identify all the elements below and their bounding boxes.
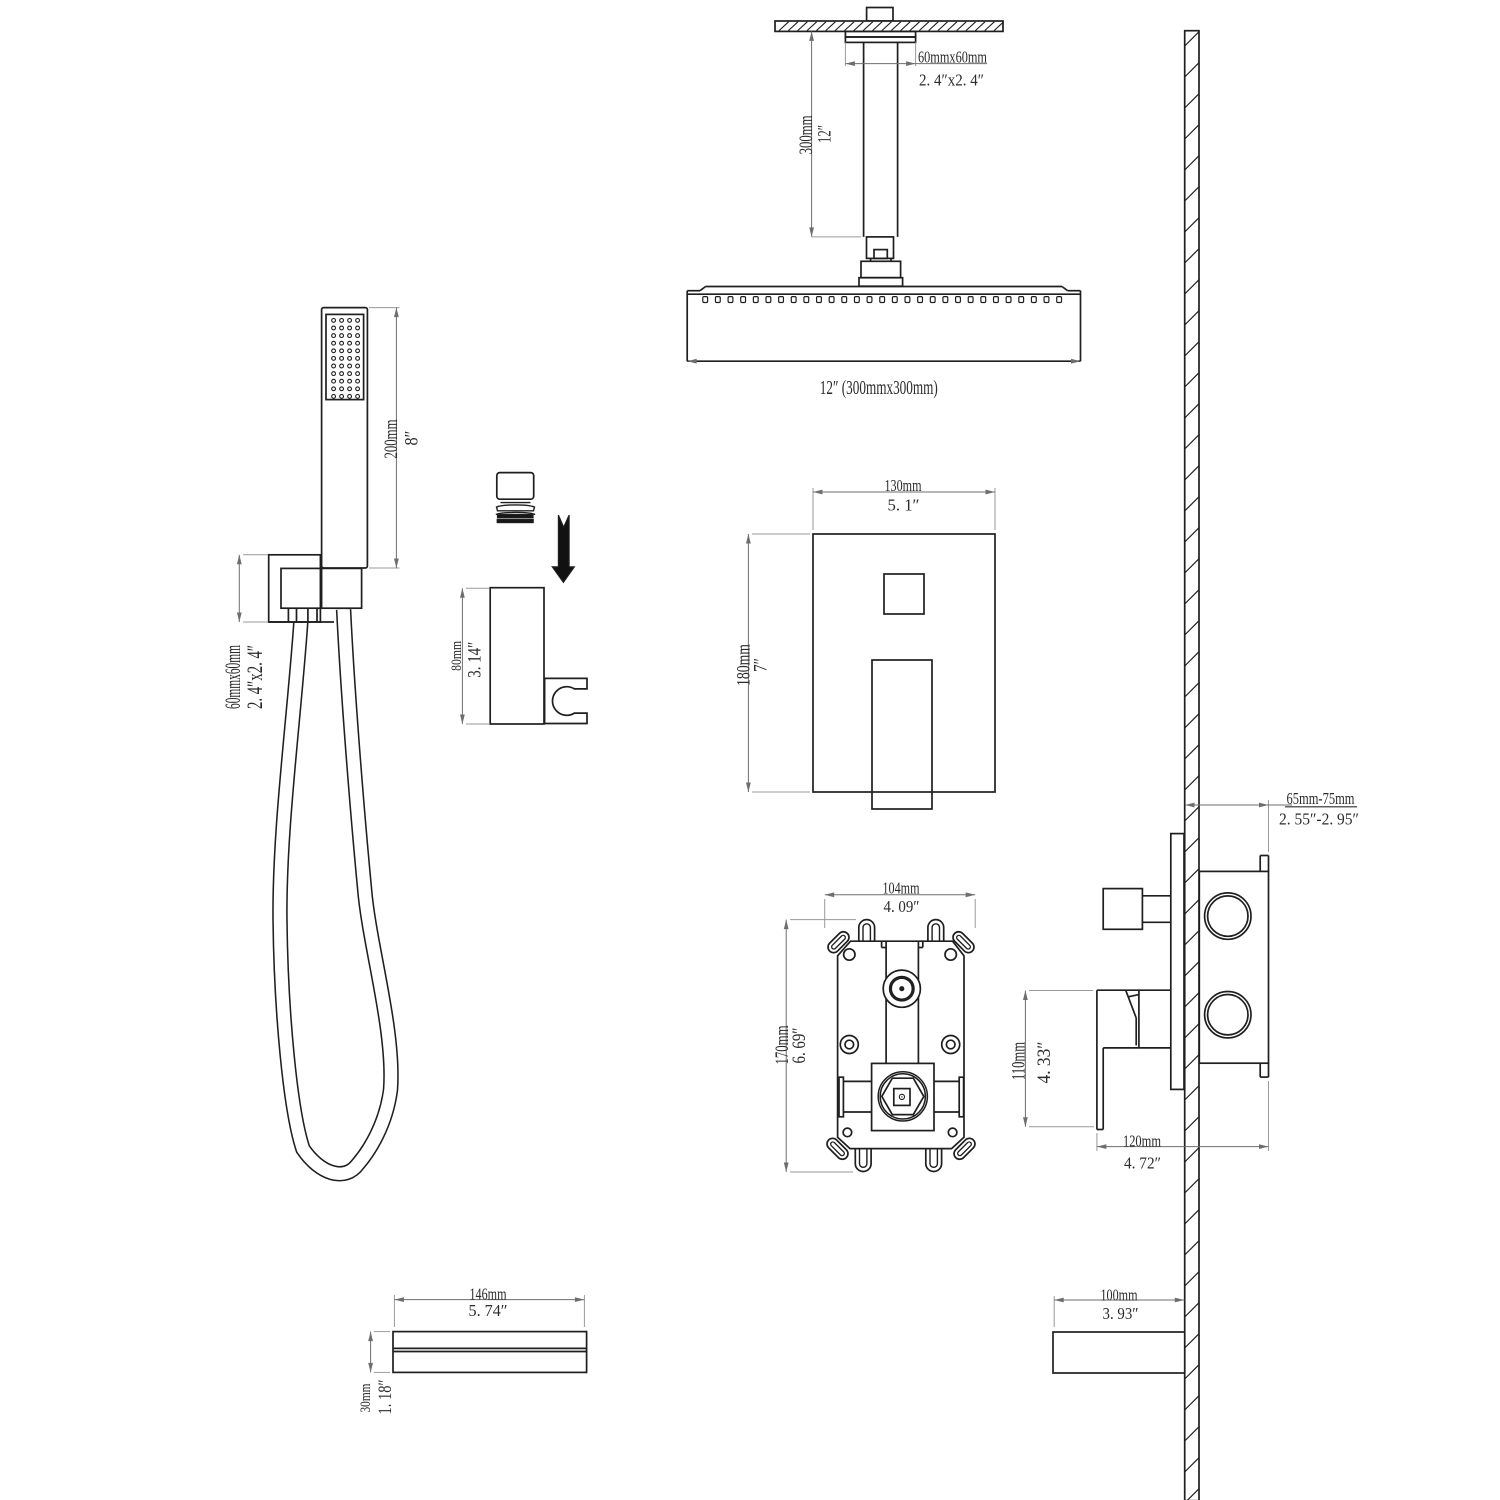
svg-text:12″: 12″ — [814, 125, 835, 143]
svg-text:60mmx60mm: 60mmx60mm — [918, 48, 987, 67]
svg-text:80mm: 80mm — [449, 641, 465, 671]
svg-text:180mm: 180mm — [734, 644, 755, 686]
svg-text:3. 93″: 3. 93″ — [1103, 1304, 1139, 1323]
svg-text:120mm: 120mm — [1123, 1131, 1161, 1150]
svg-text:6. 69″: 6. 69″ — [789, 1028, 810, 1064]
svg-text:4. 33″: 4. 33″ — [1034, 1042, 1055, 1084]
svg-text:4. 72″: 4. 72″ — [1124, 1154, 1161, 1173]
svg-text:2. 4″x2. 4″: 2. 4″x2. 4″ — [242, 645, 267, 709]
svg-text:8″: 8″ — [402, 431, 423, 446]
svg-text:104mm: 104mm — [883, 879, 920, 898]
svg-text:3. 14″: 3. 14″ — [464, 642, 485, 678]
svg-text:300mm: 300mm — [796, 115, 817, 154]
svg-text:200mm: 200mm — [381, 419, 402, 458]
svg-text:5. 1″: 5. 1″ — [888, 496, 920, 515]
svg-text:146mm: 146mm — [470, 1284, 507, 1303]
svg-text:7″: 7″ — [751, 658, 772, 672]
svg-text:100mm: 100mm — [1101, 1286, 1138, 1305]
svg-text:4. 09″: 4. 09″ — [884, 897, 920, 916]
svg-text:5. 74″: 5. 74″ — [469, 1301, 508, 1320]
svg-text:110mm: 110mm — [1009, 1042, 1030, 1080]
svg-text:130mm: 130mm — [885, 476, 922, 495]
svg-text:2. 4″x2. 4″: 2. 4″x2. 4″ — [919, 71, 984, 90]
svg-text:2. 55″-2. 95″: 2. 55″-2. 95″ — [1279, 810, 1359, 829]
svg-text:30mm: 30mm — [358, 1383, 374, 1412]
svg-text:65mm-75mm: 65mm-75mm — [1287, 789, 1355, 808]
svg-text:1. 18″: 1. 18″ — [375, 1380, 396, 1415]
svg-text:60mmx60mm: 60mmx60mm — [220, 645, 245, 709]
svg-text:12″ (300mmx300mm): 12″ (300mmx300mm) — [820, 377, 938, 399]
svg-text:170mm: 170mm — [772, 1025, 793, 1064]
